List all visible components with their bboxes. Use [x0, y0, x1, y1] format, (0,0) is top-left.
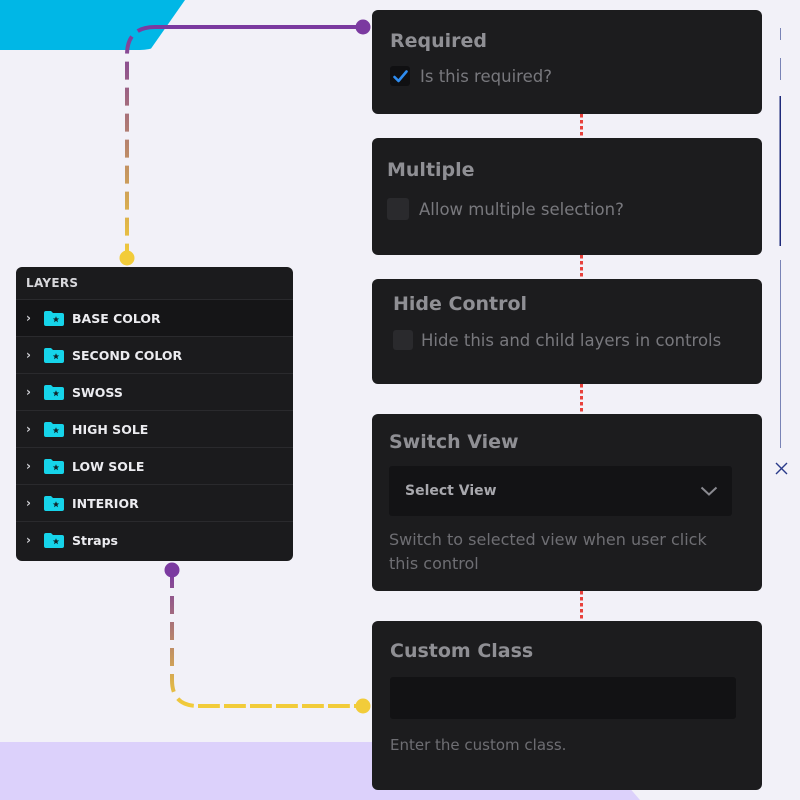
chevron-right-icon[interactable]: › [26, 533, 31, 547]
separator-dots [580, 591, 583, 621]
chevron-right-icon[interactable]: › [26, 459, 31, 473]
chevron-right-icon[interactable]: › [26, 385, 31, 399]
multiple-option[interactable]: Allow multiple selection? [387, 198, 624, 220]
folder-star-icon [44, 347, 64, 363]
folder-star-icon [44, 532, 64, 548]
layer-item[interactable]: › HIGH SOLE [16, 410, 293, 447]
separator-dots [580, 114, 583, 138]
hide-control-title: Hide Control [393, 293, 528, 315]
layer-item-label: INTERIOR [72, 495, 139, 511]
chevron-right-icon[interactable]: › [26, 496, 31, 510]
layer-item[interactable]: › Straps [16, 521, 293, 558]
decor-cyan-shape [0, 0, 185, 50]
switch-view-help: Switch to selected view when user click … [389, 530, 707, 573]
hide-control-card: Hide Control Hide this and child layers … [372, 279, 762, 384]
connector-bottom [170, 570, 363, 708]
chevron-right-icon[interactable]: › [26, 422, 31, 436]
layer-item-label: LOW SOLE [72, 458, 145, 474]
checkmark-icon [392, 69, 408, 82]
required-title: Required [390, 30, 488, 52]
view-select[interactable]: Select View [389, 466, 732, 516]
connector-top [125, 25, 363, 258]
connector-bottom-node-purple [164, 562, 180, 578]
layers-panel: LAYERS › BASE COLOR › SECOND COLOR › SWOSS › HI… [16, 267, 293, 561]
folder-star-icon [44, 458, 64, 474]
connector-top-node-purple [355, 19, 371, 35]
connector-top-node-yellow [119, 250, 135, 266]
multiple-checkbox-label: Allow multiple selection? [419, 199, 624, 219]
required-card: Required Is this required? [372, 10, 762, 114]
required-option[interactable]: Is this required? [390, 66, 552, 86]
custom-class-title: Custom Class [390, 640, 534, 662]
switch-view-card: Switch View Select View Switch to select… [372, 414, 762, 591]
scrollbar[interactable] [779, 28, 781, 453]
layer-item-label: SWOSS [72, 384, 123, 400]
folder-star-icon [44, 384, 64, 400]
hide-control-checkbox-label: Hide this and child layers in controls [421, 330, 722, 350]
hide-control-option[interactable]: Hide this and child layers in controls [393, 330, 721, 350]
separator-dots [580, 384, 583, 414]
custom-class-help: Enter the custom class. [390, 736, 567, 754]
layer-item[interactable]: › SWOSS [16, 373, 293, 410]
multiple-card: Multiple Allow multiple selection? [372, 138, 762, 255]
close-icon[interactable] [774, 461, 789, 476]
chevron-down-icon [700, 486, 718, 496]
multiple-title: Multiple [387, 159, 475, 181]
custom-class-card: Custom Class Enter the custom class. [372, 621, 762, 790]
layer-item[interactable]: › SECOND COLOR [16, 336, 293, 373]
connector-bottom-node-yellow [355, 698, 371, 714]
chevron-right-icon[interactable]: › [26, 348, 31, 362]
folder-star-icon [44, 421, 64, 437]
required-checkbox-label: Is this required? [420, 66, 552, 86]
view-select-value: Select View [405, 483, 497, 499]
folder-star-icon [44, 310, 64, 326]
separator-dots [580, 255, 583, 279]
layer-item-label: HIGH SOLE [72, 421, 149, 437]
layer-item[interactable]: › LOW SOLE [16, 447, 293, 484]
multiple-checkbox[interactable] [387, 198, 409, 220]
scrollbar-thumb [779, 96, 781, 246]
layer-item-label: BASE COLOR [72, 310, 161, 326]
chevron-right-icon[interactable]: › [26, 311, 31, 325]
required-checkbox[interactable] [390, 66, 410, 86]
layer-item-label: SECOND COLOR [72, 347, 183, 363]
custom-class-input[interactable] [390, 677, 736, 719]
layer-list: › BASE COLOR › SECOND COLOR › SWOSS › HIGH SOLE… [16, 299, 293, 558]
switch-view-title: Switch View [389, 431, 519, 453]
layer-item[interactable]: › INTERIOR [16, 484, 293, 521]
folder-star-icon [44, 495, 64, 511]
layer-item-label: Straps [72, 532, 118, 548]
layer-item[interactable]: › BASE COLOR [16, 299, 293, 336]
hide-control-checkbox[interactable] [393, 330, 413, 350]
layers-title: LAYERS [26, 276, 79, 290]
